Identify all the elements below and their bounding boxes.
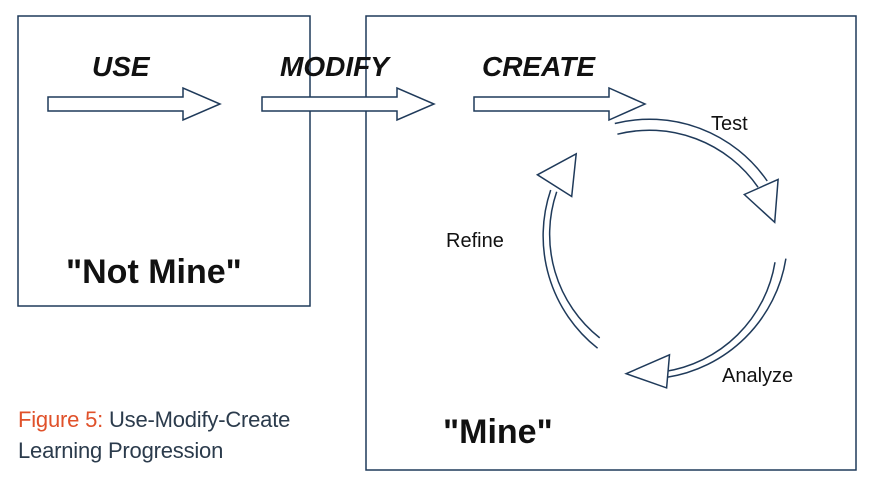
not-mine-box bbox=[17, 15, 311, 307]
not-mine-label: "Not Mine" bbox=[66, 253, 242, 291]
mine-label: "Mine" bbox=[443, 413, 553, 451]
caption-line-2: Learning Progression bbox=[18, 438, 224, 463]
analyze-arrowhead-icon bbox=[624, 353, 671, 389]
create-label: CREATE bbox=[482, 51, 596, 82]
refine-arrowhead-icon bbox=[535, 152, 578, 198]
test-arrowhead-icon bbox=[742, 178, 779, 224]
figure-caption: Figure 5: Use-Modify-Create Learning Pro… bbox=[18, 404, 358, 466]
caption-line-1: Figure 5: Use-Modify-Create bbox=[18, 404, 358, 435]
create-arrow-icon bbox=[473, 86, 647, 122]
analyze-label: Analyze bbox=[722, 365, 793, 387]
analyze-arc bbox=[664, 258, 787, 379]
caption-title: Use-Modify-Create bbox=[108, 407, 291, 432]
test-label: Test bbox=[711, 113, 748, 135]
modify-label: MODIFY bbox=[280, 51, 391, 82]
mine-box bbox=[365, 15, 857, 471]
use-label: USE bbox=[92, 51, 151, 82]
test-arc bbox=[614, 118, 768, 188]
refine-arc bbox=[542, 189, 601, 349]
refine-label: Refine bbox=[446, 230, 504, 252]
use-arrow-icon bbox=[47, 86, 222, 122]
figure-label: Figure 5: bbox=[18, 407, 104, 432]
modify-arrow-icon bbox=[261, 86, 436, 122]
